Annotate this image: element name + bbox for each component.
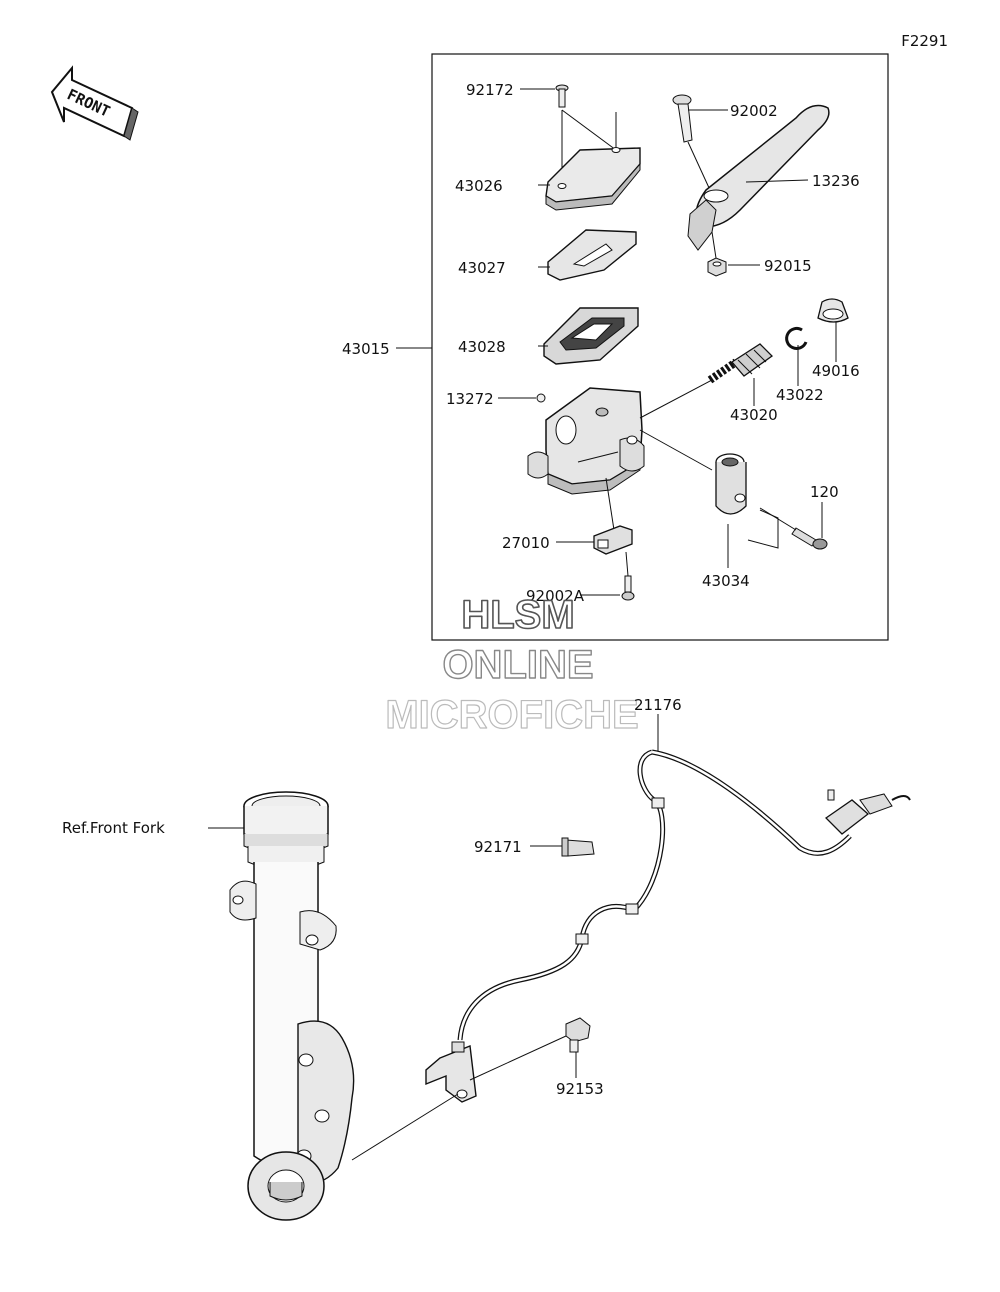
watermark: HLSM ONLINE MICROFICHE bbox=[385, 592, 640, 737]
label-92153: 92153 bbox=[556, 1080, 604, 1098]
label-92002A: 92002A bbox=[526, 587, 585, 605]
assembly-label: 43015 bbox=[342, 340, 390, 358]
label-92015: 92015 bbox=[764, 257, 812, 275]
assembly-box bbox=[431, 53, 889, 641]
nut-92015 bbox=[707, 257, 727, 277]
bolt-92153 bbox=[565, 1017, 591, 1053]
label-120: 120 bbox=[810, 483, 839, 501]
clip-92171 bbox=[561, 837, 595, 857]
piston-kit-43020 bbox=[707, 343, 774, 384]
circlip-43022 bbox=[785, 326, 808, 350]
brake-switch-27010 bbox=[593, 525, 633, 555]
abs-sensor-head bbox=[425, 1041, 477, 1103]
label-92172: 92172 bbox=[466, 81, 514, 99]
label-21176: 21176 bbox=[634, 696, 682, 714]
label-92171: 92171 bbox=[474, 838, 522, 856]
reference-label: Ref.Front Fork bbox=[62, 819, 165, 837]
screw-92002A bbox=[621, 575, 635, 601]
label-43022: 43022 bbox=[776, 386, 824, 404]
label-27010: 27010 bbox=[502, 534, 550, 552]
clamp-43034 bbox=[715, 453, 747, 515]
front-fork-outer-tube bbox=[229, 791, 355, 1221]
cable-connector bbox=[824, 789, 911, 835]
cable-grommets bbox=[575, 797, 665, 945]
label-49016: 49016 bbox=[812, 362, 860, 380]
brake-lever-13236 bbox=[687, 104, 830, 251]
diaphragm-plate-43027 bbox=[547, 229, 637, 281]
bolt-92002 bbox=[672, 94, 693, 143]
screw-92172 bbox=[555, 84, 569, 108]
watermark-line1: HLSM bbox=[461, 593, 574, 637]
label-43034: 43034 bbox=[702, 572, 750, 590]
reservoir-cap-43026 bbox=[545, 147, 641, 211]
watermark-line3: MICROFICHE bbox=[385, 693, 638, 737]
abs-sensor-cable bbox=[457, 749, 666, 1041]
dust-boot-49016 bbox=[817, 298, 849, 323]
bolt-120 bbox=[791, 527, 828, 550]
front-arrow-icon: FRONT bbox=[50, 65, 139, 141]
figure-code: F2291 bbox=[901, 32, 948, 50]
label-43027: 43027 bbox=[458, 259, 506, 277]
label-13236: 13236 bbox=[812, 172, 860, 190]
label-43028: 43028 bbox=[458, 338, 506, 356]
label-43026: 43026 bbox=[455, 177, 503, 195]
master-cylinder-body bbox=[527, 387, 645, 495]
label-92002: 92002 bbox=[730, 102, 778, 120]
label-13272: 13272 bbox=[446, 390, 494, 408]
label-43020: 43020 bbox=[730, 406, 778, 424]
diaphragm-43028 bbox=[543, 307, 639, 365]
watermark-line2: ONLINE bbox=[442, 643, 593, 687]
pin-13272 bbox=[536, 393, 546, 403]
